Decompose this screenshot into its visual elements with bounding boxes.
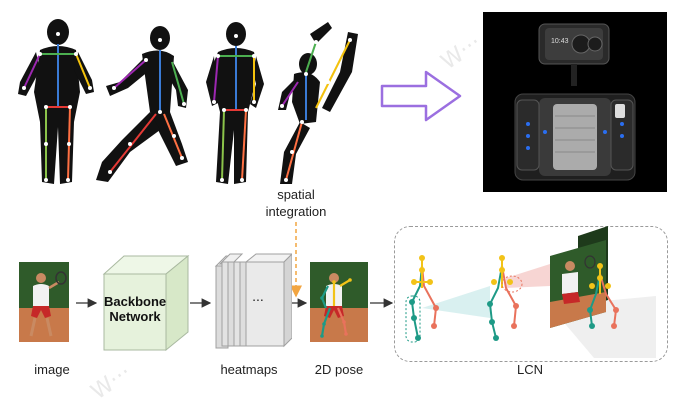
device-illustration: 10:43 bbox=[514, 23, 636, 181]
pose-2d-image bbox=[310, 262, 368, 342]
figure-standing-2 bbox=[206, 22, 264, 184]
backbone-network-label: Backbone Network bbox=[104, 294, 167, 324]
phone-time: 10:43 bbox=[551, 38, 569, 45]
pose-2d-label: 2D pose bbox=[314, 362, 364, 377]
lcn-label: LCN bbox=[516, 362, 543, 377]
device-photo: 10:43 bbox=[483, 12, 667, 192]
lcn-diagram bbox=[405, 226, 656, 358]
figure-standing bbox=[18, 19, 94, 184]
lcn-box bbox=[394, 226, 668, 362]
transition-arrow bbox=[380, 70, 462, 122]
figure-dancer bbox=[278, 22, 358, 184]
figure-running bbox=[96, 26, 188, 182]
skeleton-figures bbox=[18, 19, 358, 184]
spatial-integration-label: spatial integration bbox=[265, 187, 327, 219]
heatmaps-label: heatmaps bbox=[220, 362, 278, 377]
input-image bbox=[19, 262, 69, 342]
backbone-network-cube bbox=[102, 254, 190, 352]
heatmaps-ellipsis: ... bbox=[252, 288, 264, 304]
heatmaps-stack bbox=[214, 253, 292, 349]
image-label: image bbox=[34, 362, 70, 377]
